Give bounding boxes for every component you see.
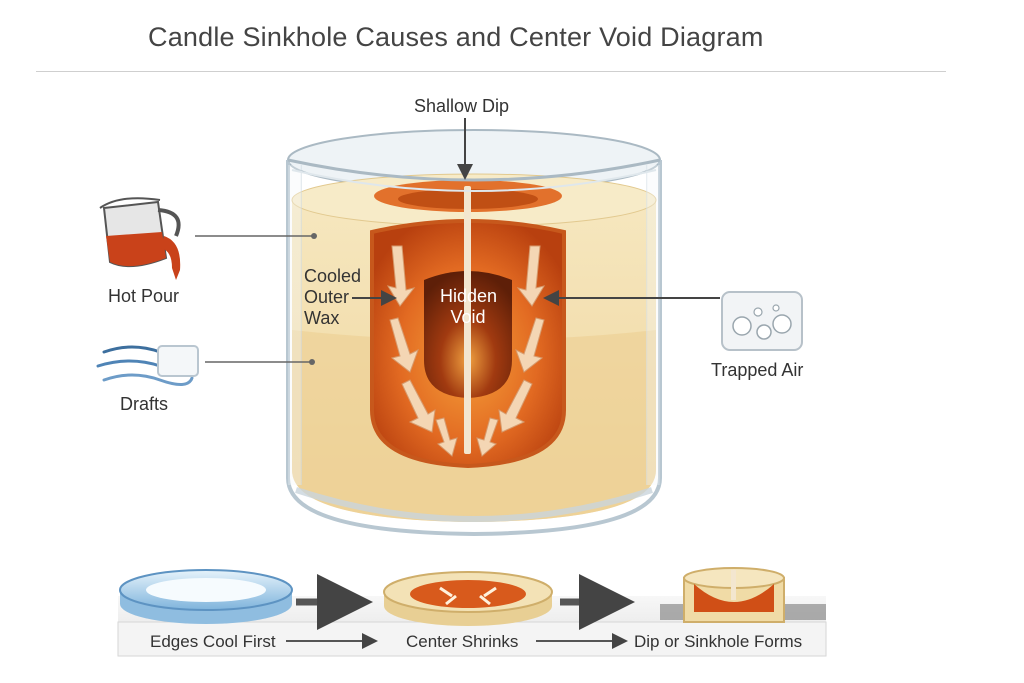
candle-jar: [286, 129, 662, 537]
cooled-outer-wax-label-line1: Cooled: [304, 266, 362, 286]
hidden-void-label: Hidden Void: [440, 286, 498, 328]
cooled-outer-wax-label-line3: Wax: [304, 308, 340, 328]
sequence-label-sinkhole-forms: Dip or Sinkhole Forms: [634, 632, 803, 651]
cooled-outer-wax-label-line2: Outer: [304, 287, 350, 307]
wick: [464, 186, 471, 454]
hidden-void-label-line2: Void: [450, 307, 486, 327]
title-divider: [36, 71, 946, 72]
hidden-void-label-line1: Hidden: [440, 286, 498, 306]
stage-center-shrinks-disc: [383, 571, 553, 626]
page-title: Candle Sinkhole Causes and Center Void D…: [148, 22, 764, 52]
sequence-label-edges-cool: Edges Cool First: [150, 632, 276, 651]
shrink-arrows: [386, 245, 546, 457]
pitcher-icon: [99, 197, 181, 280]
stage-edges-cool-disc: [119, 569, 293, 624]
drafts-label: Drafts: [120, 394, 169, 414]
shallow-dip-label: Shallow Dip: [414, 96, 510, 116]
cooled-outer-wax-label: Cooled Outer Wax: [304, 266, 361, 329]
sequence-strip: [117, 567, 827, 657]
drafts-icon: [96, 345, 199, 386]
hot-pour-label: Hot Pour: [108, 286, 180, 306]
trapped-air-label: Trapped Air: [711, 360, 804, 380]
trapped-air-icon: [721, 291, 803, 351]
sequence-label-center-shrinks: Center Shrinks: [406, 632, 519, 651]
stage-sinkhole-disc: [660, 567, 826, 623]
